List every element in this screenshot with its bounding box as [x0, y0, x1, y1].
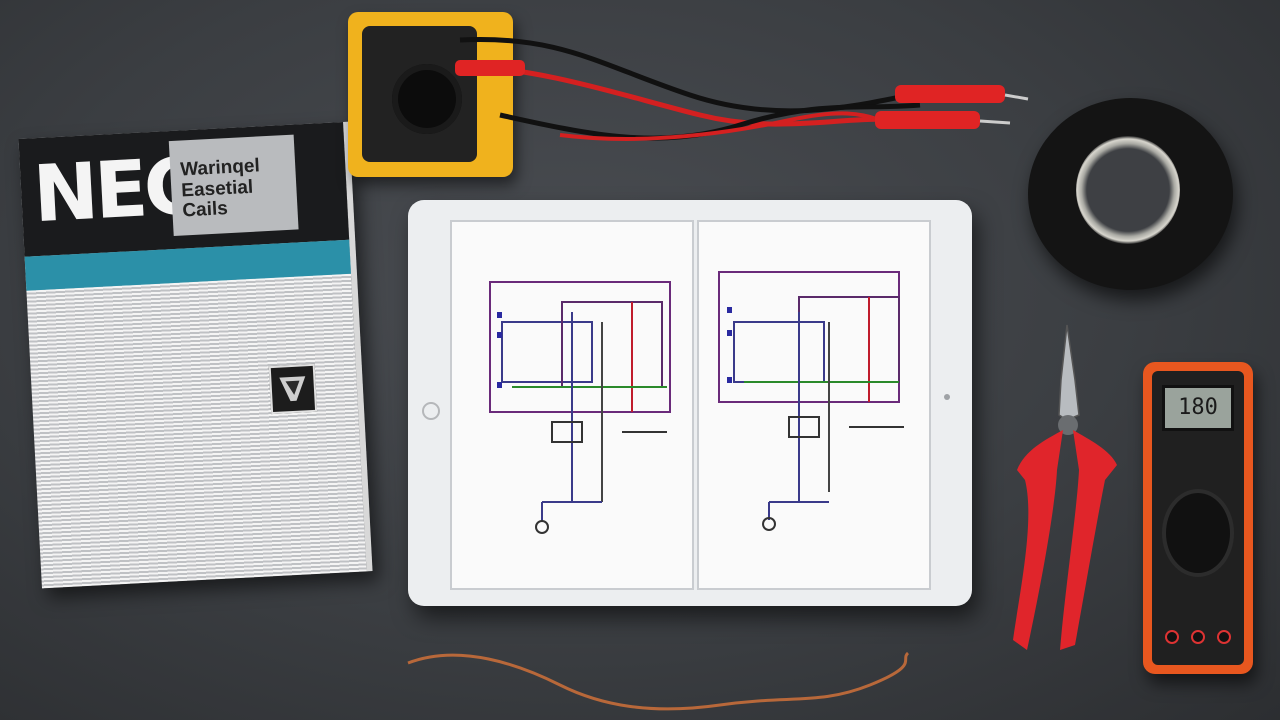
wiring-diagram-right: [718, 271, 904, 531]
book-subtitle: Warinqel Easetial Cails: [168, 134, 299, 236]
tape-core: [1076, 136, 1180, 244]
nec-code-book: NEC Warinqel Easetial Cails: [18, 121, 373, 589]
digital-multimeter: 180: [1143, 362, 1253, 674]
tablet: [408, 200, 972, 606]
book-logo: [268, 363, 318, 415]
electrical-tape-roll: [1028, 98, 1233, 290]
book-cover-header: NEC Warinqel Easetial Cails: [18, 121, 350, 257]
tablet-home-button[interactable]: [422, 402, 440, 420]
test-leads: [455, 36, 1029, 141]
wiring-diagram-left: [489, 281, 671, 534]
wiring-diagram-page-left: [450, 220, 694, 590]
clamp-meter-dial: [392, 64, 462, 134]
multimeter-jacks: [1165, 630, 1231, 644]
copper-wire: [407, 651, 910, 711]
clamp-meter-face: [362, 26, 477, 162]
needle-nose-pliers: [1013, 324, 1117, 650]
multimeter-selector-dial[interactable]: [1166, 493, 1230, 573]
multimeter-display: 180: [1162, 385, 1234, 431]
wiring-diagram-page-right: [697, 220, 931, 590]
multimeter-body: 180: [1152, 371, 1244, 665]
tablet-camera: [944, 394, 950, 400]
